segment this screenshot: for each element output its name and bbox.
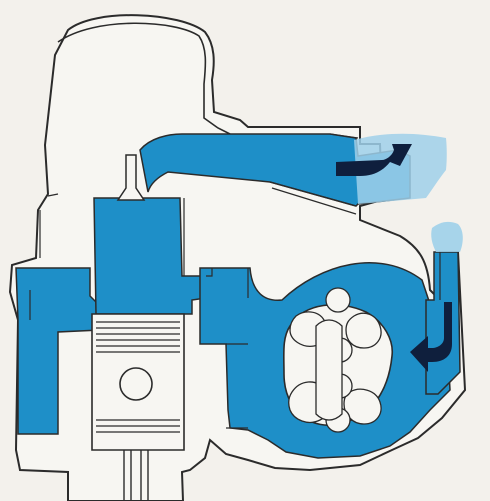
intake-mist	[431, 222, 463, 252]
wrist-pin	[120, 368, 152, 400]
